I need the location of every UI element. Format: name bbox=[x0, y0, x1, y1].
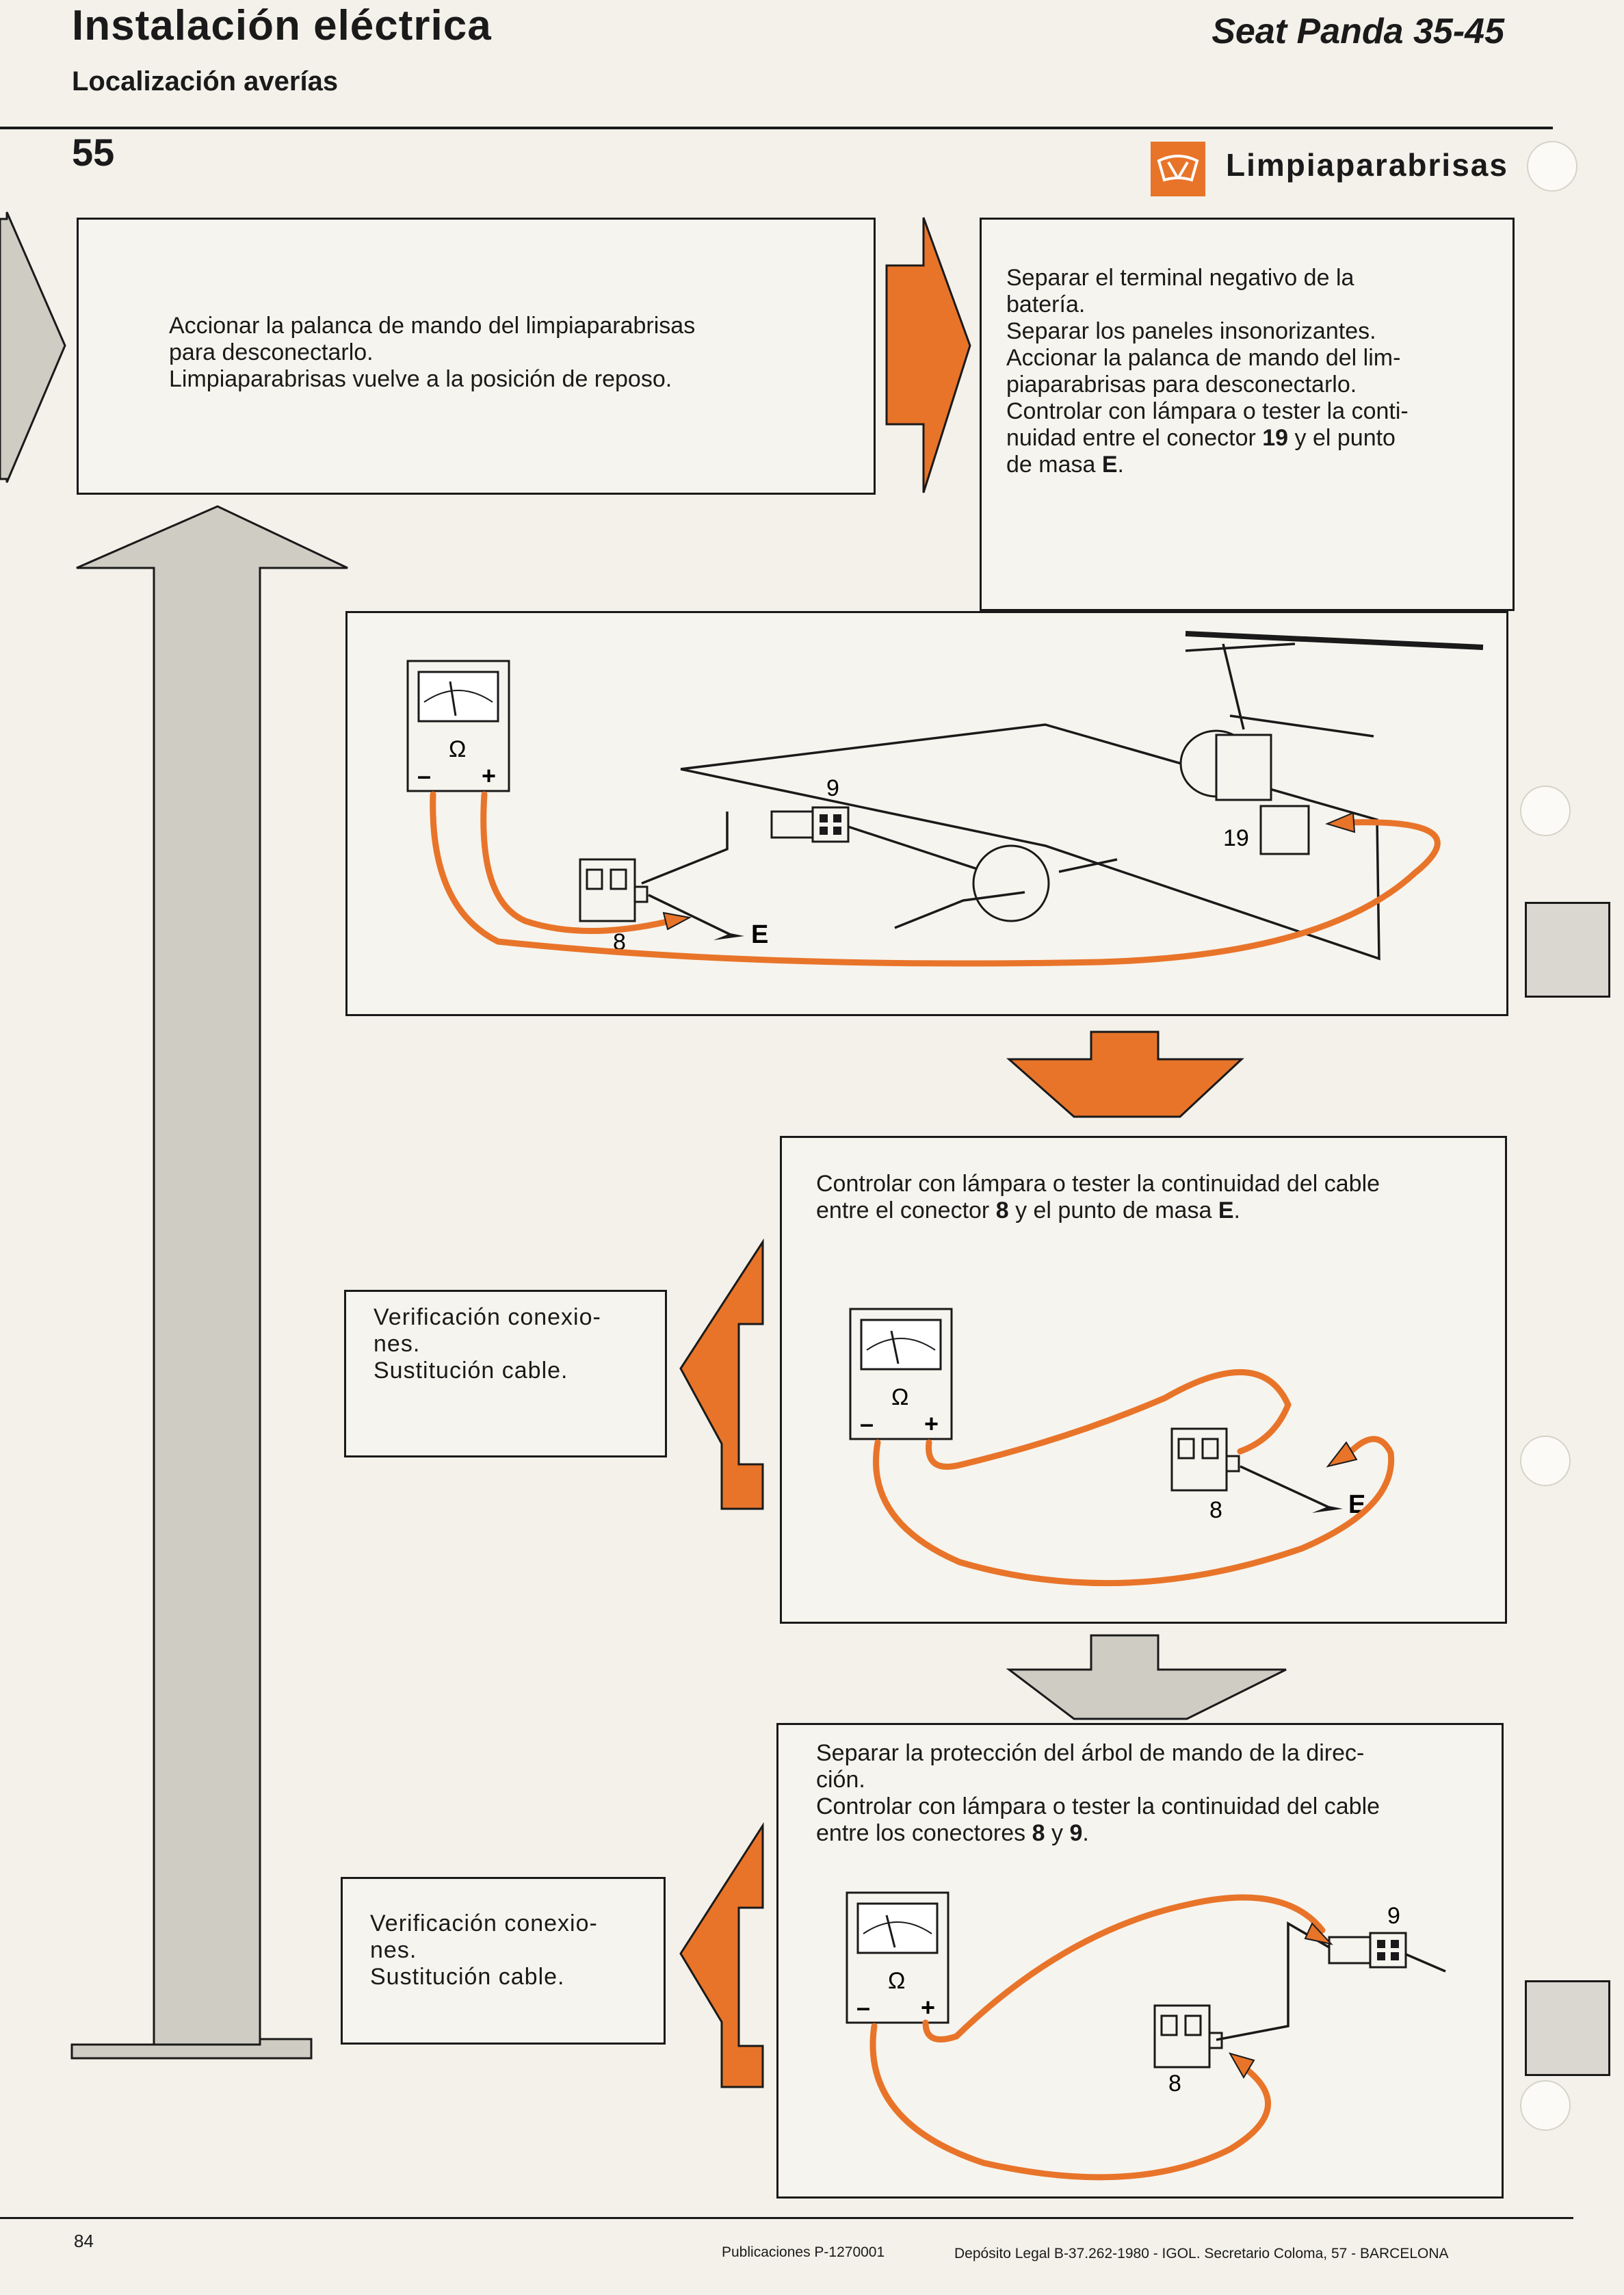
wiper-switch-icon bbox=[972, 844, 1050, 922]
ground-ref: E bbox=[1218, 1197, 1234, 1223]
binder-hole bbox=[1520, 2080, 1571, 2131]
ohm-symbol: Ω bbox=[449, 736, 466, 762]
minus-terminal: – bbox=[417, 762, 431, 790]
step-4-box: Separar la protección del árbol de mando… bbox=[776, 1723, 1504, 2199]
step-2-text: Separar el terminal negativo de la bater… bbox=[1006, 265, 1409, 478]
label-8: 8 bbox=[1209, 1497, 1222, 1523]
test-lead-plus bbox=[926, 1369, 1292, 1470]
binder-hole bbox=[1527, 141, 1577, 192]
fail-2-text: Verificación conexio- nes. Sustitución c… bbox=[370, 1910, 598, 1990]
section-number: 55 bbox=[72, 131, 115, 174]
binder-hole bbox=[1520, 1436, 1571, 1486]
orange-down-arrow bbox=[1006, 1030, 1244, 1118]
step-2-box: Separar el terminal negativo de la bater… bbox=[980, 218, 1515, 611]
connector-8-icon bbox=[579, 858, 649, 922]
label-9: 9 bbox=[1387, 1903, 1400, 1929]
ground-E-label: E bbox=[751, 920, 768, 949]
step-2-diagram-box: Ω – + 9 8 E bbox=[345, 611, 1508, 1016]
multimeter-icon: Ω – + bbox=[406, 660, 510, 792]
step-1-text: Accionar la palanca de mando del limpiap… bbox=[169, 313, 696, 392]
multimeter-icon: Ω – + bbox=[849, 1308, 953, 1440]
step-4-diagram: Ω – + 9 8 bbox=[846, 1891, 1446, 2181]
step-3-diagram: Ω – + 8 E bbox=[849, 1308, 1395, 1587]
gray-up-arrow bbox=[76, 505, 348, 2046]
label-8: 8 bbox=[613, 929, 626, 955]
legal-deposit: Depósito Legal B-37.262-1980 - IGOL. Sec… bbox=[954, 2246, 1449, 2261]
plus-terminal: + bbox=[482, 762, 496, 790]
label-8: 8 bbox=[1168, 2071, 1181, 2097]
page-subtitle: Localización averías bbox=[72, 66, 339, 96]
step-4-text: Separar la protección del árbol de mando… bbox=[816, 1740, 1380, 1846]
windshield-wiper-icon bbox=[1151, 142, 1205, 196]
test-lead-plus bbox=[480, 791, 679, 934]
step-1-box: Accionar la palanca de mando del limpiap… bbox=[77, 218, 876, 495]
panel-outline bbox=[680, 723, 1380, 961]
index-tab bbox=[1525, 1980, 1610, 2076]
connector-19-ref: 19 bbox=[1262, 425, 1289, 451]
multimeter-icon: Ω – + bbox=[846, 1891, 949, 2024]
connector-8-icon bbox=[1153, 2004, 1223, 2069]
test-lead-minus bbox=[869, 2023, 1272, 2181]
publication-code: Publicaciones P-1270001 bbox=[722, 2244, 885, 2260]
header-divider bbox=[0, 127, 1553, 129]
orange-left-arrow bbox=[679, 1238, 764, 1510]
orange-right-arrow bbox=[885, 217, 971, 493]
test-lead-minus bbox=[430, 791, 1441, 967]
step-3-box: Controlar con lámpara o tester la contin… bbox=[780, 1136, 1507, 1624]
connector-9-ref: 9 bbox=[1069, 1820, 1083, 1846]
page-number: 84 bbox=[74, 2231, 94, 2251]
page-title: Instalación eléctrica bbox=[72, 2, 492, 49]
section-title: Limpiaparabrisas bbox=[1226, 147, 1508, 183]
index-tab bbox=[1525, 902, 1610, 998]
minus-terminal: – bbox=[860, 1410, 874, 1438]
gray-down-arrow bbox=[1006, 1634, 1287, 1720]
fail-1-box: Verificación conexio- nes. Sustitución c… bbox=[344, 1290, 667, 1457]
step-3-text: Controlar con lámpara o tester la contin… bbox=[816, 1171, 1380, 1223]
ground-ref: E bbox=[1101, 452, 1118, 478]
plus-terminal: + bbox=[921, 1993, 935, 2021]
fail-2-box: Verificación conexio- nes. Sustitución c… bbox=[341, 1877, 666, 2045]
connector-8-icon bbox=[1170, 1427, 1240, 1492]
ohm-symbol: Ω bbox=[888, 1968, 905, 1994]
connector-8-ref: 8 bbox=[995, 1197, 1009, 1223]
plus-terminal: + bbox=[924, 1410, 939, 1438]
connector-9-icon bbox=[1328, 1932, 1407, 1969]
test-lead-minus bbox=[873, 1436, 1395, 1587]
wiper-motor-icon bbox=[1179, 631, 1484, 855]
connector-9-icon bbox=[770, 806, 850, 843]
minus-terminal: – bbox=[856, 1993, 870, 2021]
ohm-symbol: Ω bbox=[891, 1384, 908, 1410]
brand-model: Seat Panda 35-45 bbox=[1212, 12, 1504, 51]
footer-divider bbox=[0, 2217, 1573, 2219]
connector-19-icon bbox=[1259, 805, 1310, 855]
fail-1-text: Verificación conexio- nes. Sustitución c… bbox=[374, 1304, 601, 1384]
label-19: 19 bbox=[1223, 825, 1249, 851]
test-lead-plus bbox=[922, 1894, 1326, 2043]
step-2-diagram: Ω – + 9 8 E bbox=[406, 631, 1484, 967]
gray-right-arrow-partial bbox=[0, 211, 66, 483]
orange-left-arrow bbox=[679, 1821, 764, 2088]
connector-8-ref: 8 bbox=[1032, 1820, 1045, 1846]
label-9: 9 bbox=[826, 775, 839, 801]
binder-hole bbox=[1520, 786, 1571, 836]
